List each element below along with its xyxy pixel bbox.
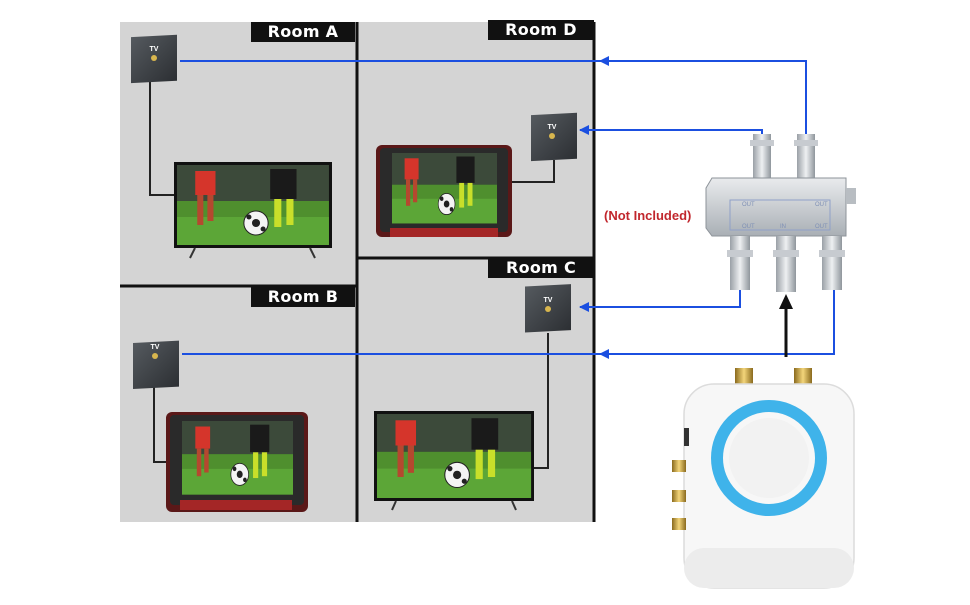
port-label-out: OUT <box>815 202 828 208</box>
input-arrow-head <box>779 294 793 309</box>
room-a-coax-cable <box>149 82 177 196</box>
wire-to-room-c <box>579 290 741 312</box>
port-label-out: OUT <box>742 224 755 230</box>
room-a-flat-tv <box>174 162 332 259</box>
wall-plate-tv-text: TV <box>151 344 160 351</box>
wire-to-room-d <box>579 125 763 135</box>
wire-to-room-d-label-side <box>599 56 807 134</box>
room-c-label: Room C <box>488 258 594 278</box>
room-b-crt-tv <box>166 412 308 512</box>
receiver-ring-light <box>711 400 827 516</box>
room-c-wall-plate: TV <box>525 284 571 333</box>
room-a-wall-plate: TV <box>131 34 177 84</box>
wall-plate-tv-text: TV <box>548 124 557 131</box>
splitter-not-included-note: (Not Included) <box>604 208 692 223</box>
wall-plate-tv-text: TV <box>150 46 159 53</box>
receiver-device <box>672 368 855 589</box>
room-d-wall-plate: TV <box>531 112 577 162</box>
room-c-flat-tv <box>374 411 534 511</box>
port-label-out: OUT <box>742 202 755 208</box>
wire-to-room-b-arrow <box>599 290 835 359</box>
wall-plate-tv-text: TV <box>544 297 553 304</box>
room-d-crt-tv <box>376 145 512 237</box>
splitter-device: OUT OUT OUT IN OUT <box>705 134 856 292</box>
room-a-label: Room A <box>251 22 355 42</box>
room-b-wall-plate: TV <box>133 340 179 390</box>
room-d-label: Room D <box>488 20 594 40</box>
room-c-coax-cable <box>530 333 549 469</box>
port-label-in: IN <box>780 224 786 230</box>
port-label-out: OUT <box>815 224 828 230</box>
room-b-label: Room B <box>251 287 355 307</box>
room-d-coax-cable <box>510 160 555 183</box>
